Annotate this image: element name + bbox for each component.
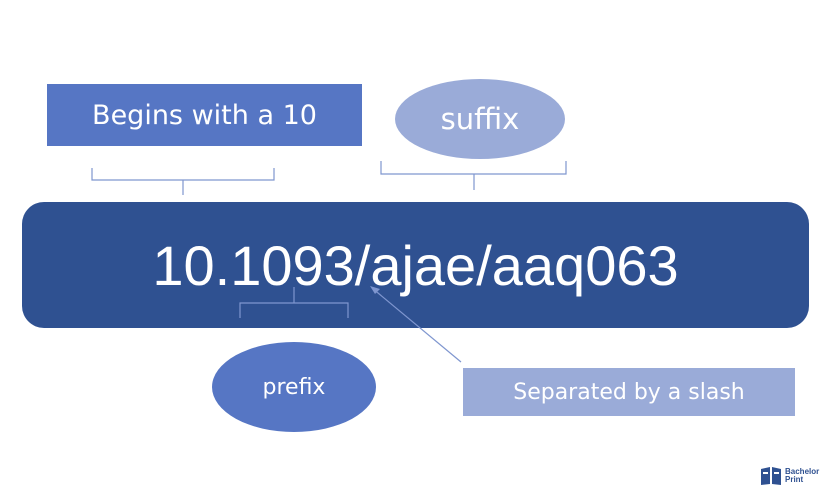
suffix-text: suffix xyxy=(440,102,520,136)
separated-by-slash-text: Separated by a slash xyxy=(513,379,745,405)
suffix-bracket xyxy=(380,161,567,190)
slash-arrow-line xyxy=(371,287,462,363)
book-logo-icon xyxy=(761,467,781,485)
doi-text: 10.1093/ajae/aaq063 xyxy=(152,233,679,297)
doi-bar: 10.1093/ajae/aaq063 xyxy=(22,202,809,328)
prefix-bracket xyxy=(239,287,349,318)
slash-arrow-head xyxy=(370,286,380,294)
prefix-text: prefix xyxy=(262,374,326,400)
suffix-ellipse: suffix xyxy=(395,79,565,159)
begins-with-10-label: Begins with a 10 xyxy=(47,84,362,146)
begins-bracket xyxy=(91,168,275,195)
separated-by-slash-label: Separated by a slash xyxy=(463,368,795,416)
begins-with-10-text: Begins with a 10 xyxy=(92,99,317,131)
logo-text: Bachelor Print xyxy=(785,467,820,484)
prefix-ellipse: prefix xyxy=(212,342,376,432)
logo: Bachelor Print xyxy=(760,466,820,486)
